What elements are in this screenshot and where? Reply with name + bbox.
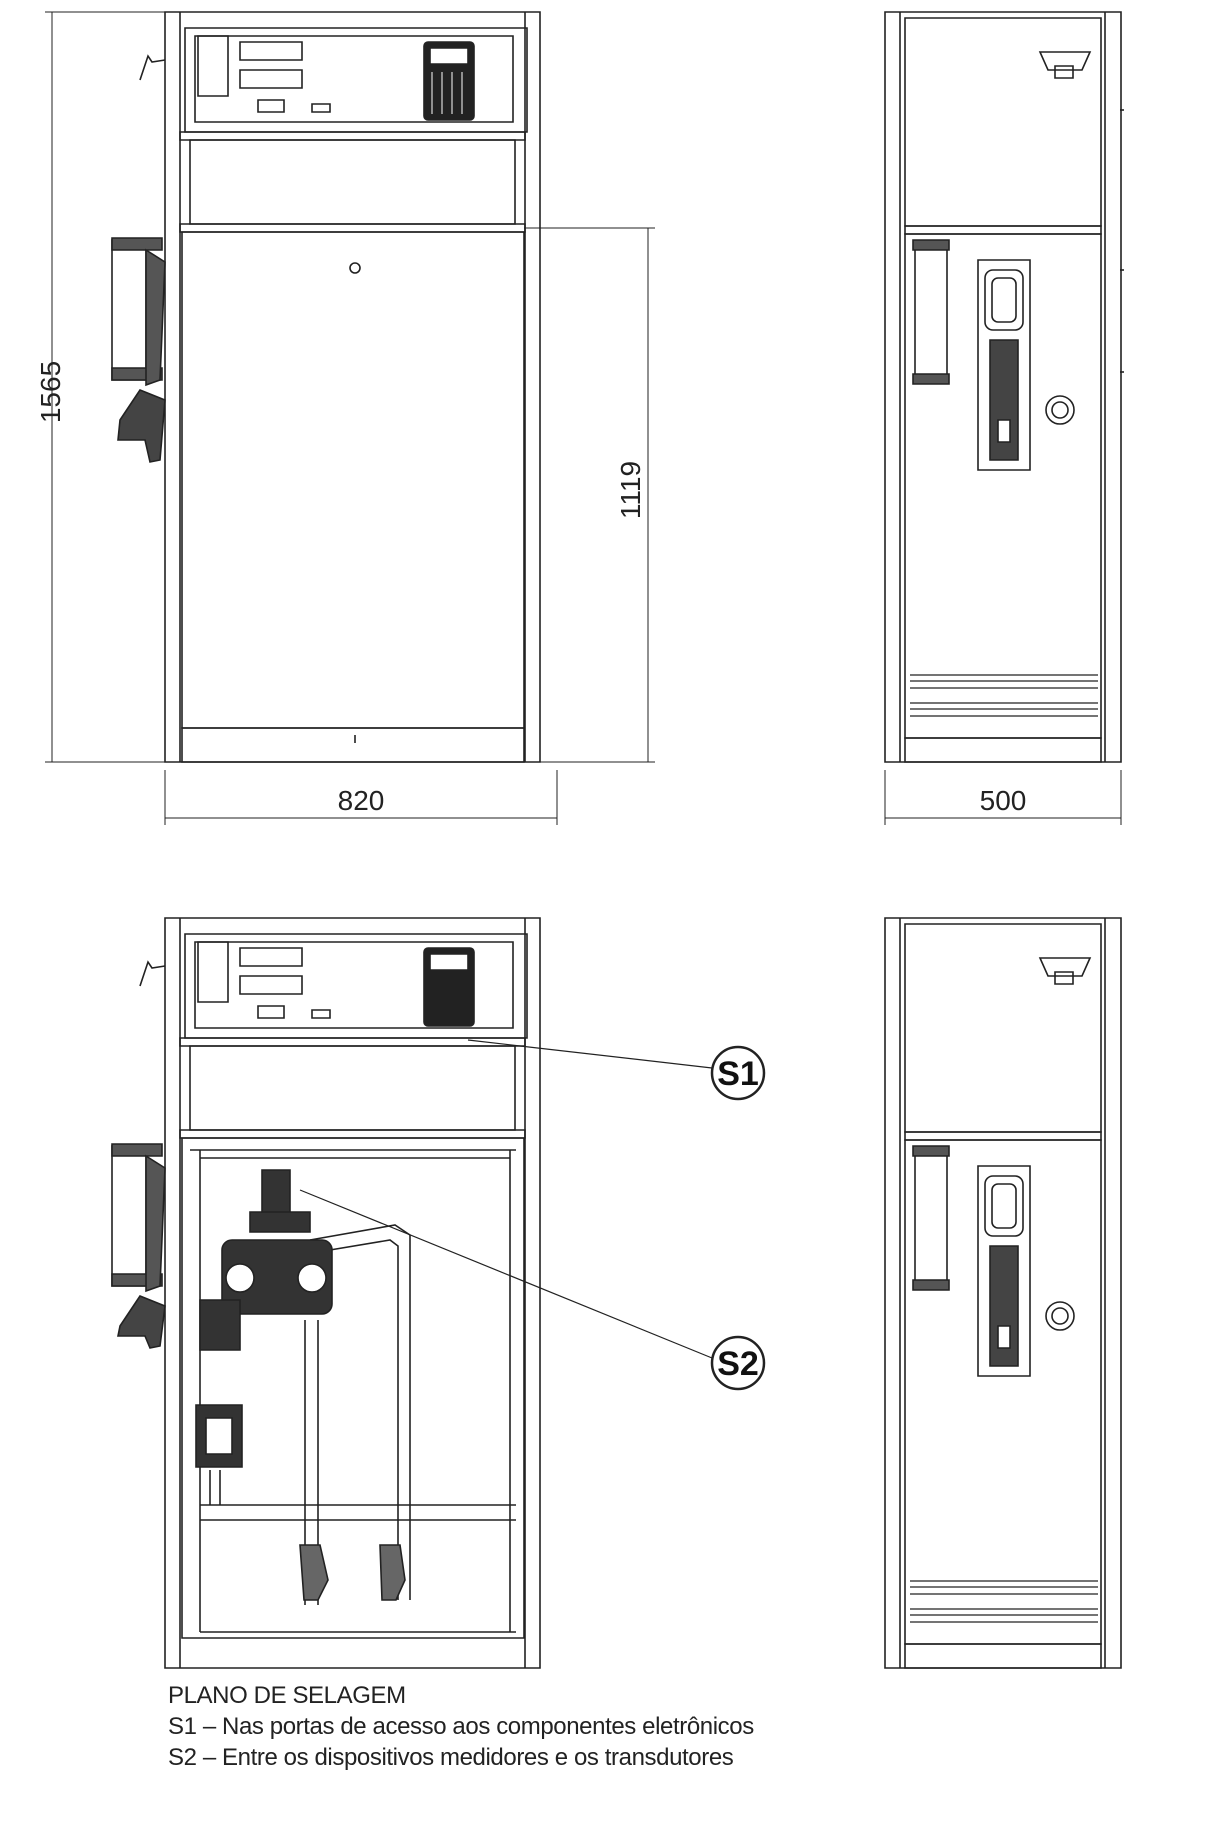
legend-s2: S2 – Entre os dispositivos medidores e o… (168, 1744, 734, 1771)
hydraulic-compartment (182, 1138, 524, 1638)
sealing-legend: PLANO DE SELAGEM S1 – Nas portas de aces… (168, 1680, 754, 1773)
callout-s1 (712, 1047, 764, 1099)
side-nozzle-holder-open (112, 1144, 165, 1348)
legend-s1: S1 – Nas portas de acesso aos componente… (168, 1713, 754, 1740)
callout-s1-label: S1 (717, 1055, 759, 1093)
dim-height-lower: 1119 (615, 461, 646, 519)
dimension-lines-front (45, 12, 655, 825)
dimension-lines-side (885, 770, 1121, 825)
meter-block (200, 1170, 332, 1350)
filters (300, 1545, 405, 1600)
side-nozzle-holder (112, 238, 165, 462)
side-lock (1046, 396, 1074, 424)
side-handle (915, 242, 947, 382)
upper-compartment-open (190, 1046, 515, 1130)
nozzle-hook-top (140, 56, 165, 80)
dim-width-side: 500 (980, 785, 1027, 816)
nozzle-holster (978, 260, 1030, 470)
transducer-box (196, 1405, 242, 1505)
side-view-open (885, 918, 1121, 1668)
callout-s2 (712, 1337, 764, 1389)
upper-compartment (190, 140, 515, 224)
lower-door (182, 232, 524, 728)
price-display-1 (240, 42, 302, 60)
dim-height-total: 1565 (35, 361, 66, 423)
callout-s2-label: S2 (717, 1345, 759, 1383)
side-vents (910, 675, 1098, 716)
front-view-closed (112, 12, 540, 762)
dim-width-front: 820 (338, 785, 385, 816)
front-view-open (112, 918, 540, 1668)
door-lock (350, 263, 360, 273)
legend-title: PLANO DE SELAGEM (168, 1682, 406, 1709)
display-head (185, 28, 527, 132)
s1-leader (468, 1040, 712, 1068)
front-frame (165, 12, 540, 762)
display-window-left (198, 36, 228, 96)
callout-leaders (300, 1040, 712, 1358)
price-display-2 (240, 70, 302, 88)
s2-leader (300, 1190, 712, 1358)
side-view-closed (885, 12, 1124, 762)
side-hook-icon (1040, 52, 1090, 70)
